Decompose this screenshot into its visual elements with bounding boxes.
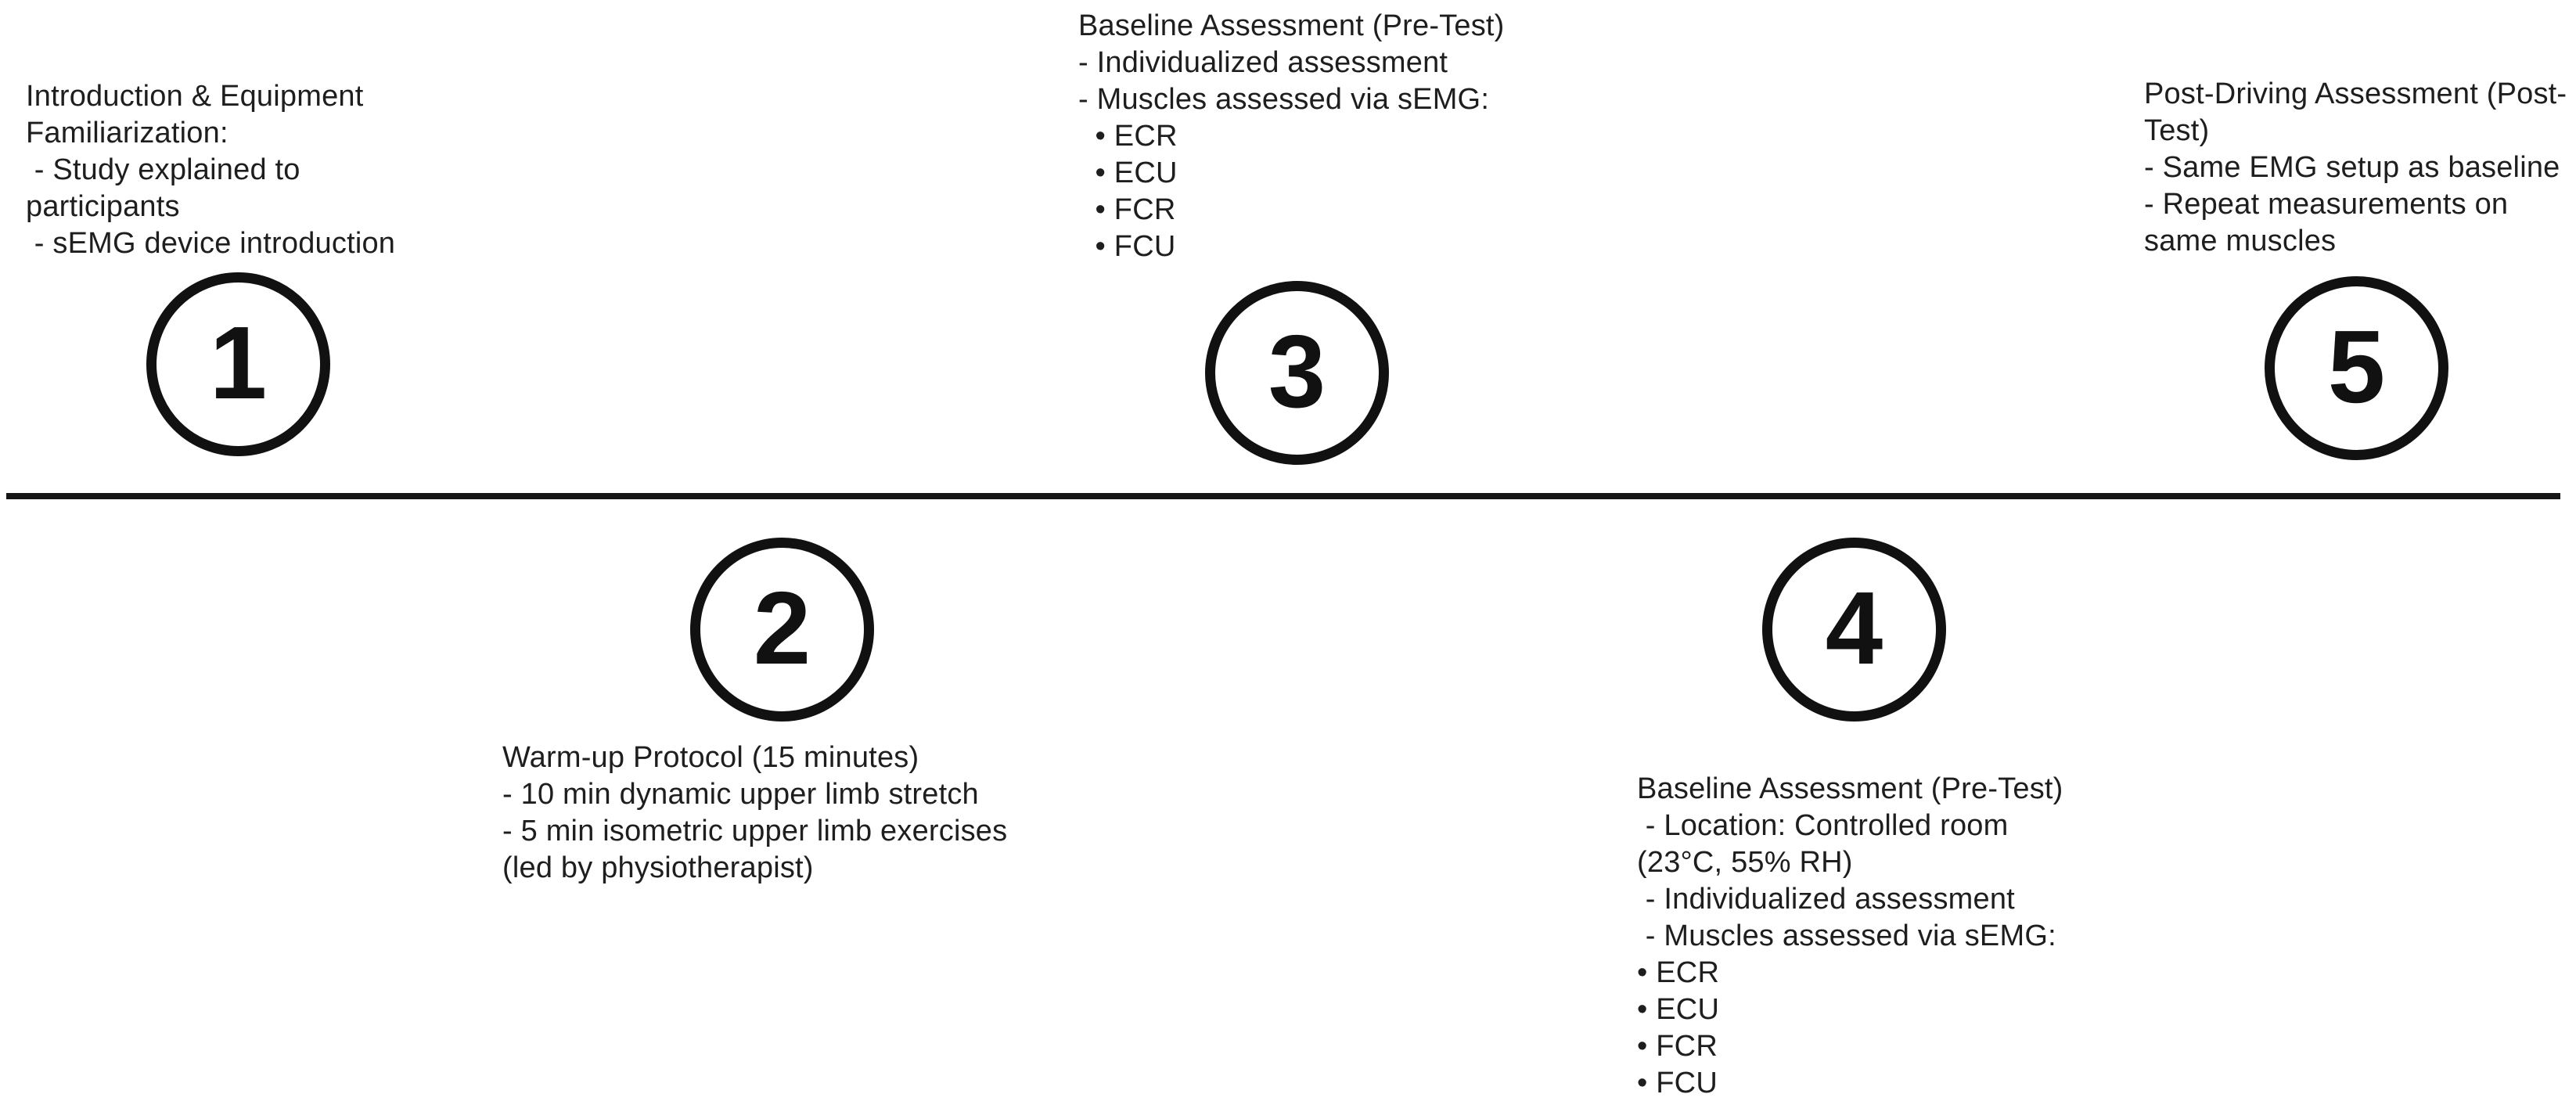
step-1-marker-circle: 1 (146, 272, 330, 456)
step-5-description: Post-Driving Assessment (Post- Test) - S… (2144, 77, 2567, 257)
step-2-description: Warm-up Protocol (15 minutes) - 10 min d… (502, 741, 1008, 884)
step-4-number: 4 (1825, 570, 1883, 686)
step-1-description: Introduction & Equipment Familiarization… (26, 80, 396, 260)
step-1-number: 1 (209, 304, 268, 420)
step-5-number: 5 (2327, 308, 2386, 424)
step-4-description: Baseline Assessment (Pre-Test) - Locatio… (1637, 772, 2063, 1099)
step-3-number: 3 (1268, 313, 1326, 429)
step-2-number: 2 (753, 570, 811, 686)
step-3-description: Baseline Assessment (Pre-Test) - Individ… (1078, 9, 1505, 263)
step-2-marker-circle: 2 (690, 538, 874, 722)
step-4-marker-circle: 4 (1762, 538, 1946, 722)
timeline-axis-line (6, 493, 2560, 499)
step-5-marker-circle: 5 (2265, 276, 2448, 460)
step-3-marker-circle: 3 (1205, 281, 1389, 465)
